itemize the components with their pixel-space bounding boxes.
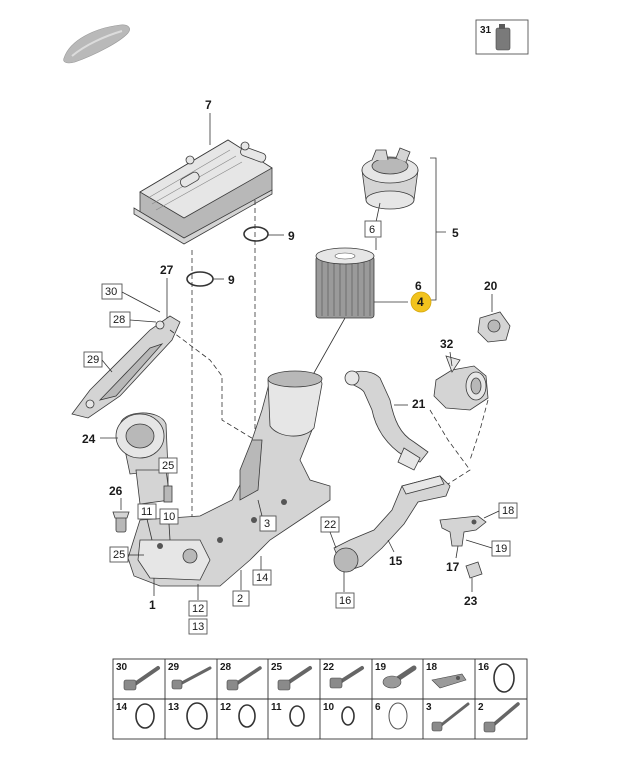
callout-23: 23 bbox=[464, 594, 478, 608]
part-7-oil-cooler[interactable] bbox=[133, 139, 273, 245]
legend-label-30: 30 bbox=[116, 662, 128, 673]
callout-9a: 9 bbox=[288, 229, 295, 243]
seal-10-icon[interactable] bbox=[341, 706, 355, 726]
callout-25b: 25 bbox=[113, 549, 125, 561]
part-9-seal-upper[interactable] bbox=[243, 226, 269, 242]
callout-29: 29 bbox=[87, 354, 99, 366]
callout-2: 2 bbox=[237, 593, 243, 605]
callout-25a: 25 bbox=[162, 460, 174, 472]
callout-11: 11 bbox=[141, 506, 152, 518]
callout-27: 27 bbox=[160, 263, 174, 277]
seal-13-icon[interactable] bbox=[186, 702, 208, 730]
part-1-filter-housing[interactable] bbox=[127, 370, 331, 587]
legend-label-10: 10 bbox=[323, 702, 335, 713]
callout-4: 4 bbox=[417, 295, 424, 309]
part-26-sensor[interactable] bbox=[112, 511, 130, 533]
part-20-valve[interactable] bbox=[477, 311, 511, 343]
callout-22: 22 bbox=[324, 519, 336, 531]
oil-cap-icon bbox=[499, 24, 505, 29]
legend-label-3: 3 bbox=[426, 702, 432, 713]
bolt-25-upper bbox=[163, 485, 173, 503]
clip-18-icon[interactable] bbox=[431, 673, 467, 689]
callout-13: 13 bbox=[192, 621, 204, 633]
callout-15: 15 bbox=[389, 554, 403, 568]
part-31-box[interactable]: 31 bbox=[475, 19, 529, 55]
vehicle-icon bbox=[63, 24, 130, 64]
legend-label-22: 22 bbox=[323, 662, 335, 673]
callout-1: 1 bbox=[149, 598, 156, 612]
seal-12-icon[interactable] bbox=[238, 704, 256, 728]
oil-bottle-icon bbox=[495, 27, 511, 51]
callout-32: 32 bbox=[440, 337, 454, 351]
callout-4-highlight[interactable] bbox=[410, 291, 432, 313]
part-23-clip[interactable] bbox=[465, 561, 483, 579]
callout-21: 21 bbox=[412, 397, 426, 411]
legend-label-29: 29 bbox=[168, 662, 180, 673]
seal-11-icon[interactable] bbox=[289, 705, 305, 727]
bolt-30-icon[interactable] bbox=[123, 666, 160, 691]
legend-label-25: 25 bbox=[271, 662, 283, 673]
legend-label-2: 2 bbox=[478, 702, 484, 713]
callout-9b: 9 bbox=[228, 273, 235, 287]
part-4-filter-element[interactable] bbox=[315, 247, 375, 319]
part-15-oil-pipe[interactable] bbox=[333, 475, 451, 573]
callout-26: 26 bbox=[109, 484, 123, 498]
legend-label-13: 13 bbox=[168, 702, 180, 713]
legend-label-6: 6 bbox=[375, 702, 381, 713]
bolt-2-icon[interactable] bbox=[483, 702, 520, 733]
callout-14: 14 bbox=[256, 572, 268, 584]
callout-30: 30 bbox=[105, 286, 117, 298]
bolt-3-icon[interactable] bbox=[431, 702, 470, 732]
part-17-bracket[interactable] bbox=[439, 515, 487, 547]
callout-20: 20 bbox=[484, 279, 498, 293]
seal-16-icon[interactable] bbox=[493, 663, 515, 693]
bolt-25-icon[interactable] bbox=[277, 666, 312, 691]
legend-label-16: 16 bbox=[478, 662, 490, 673]
part-32-connector[interactable] bbox=[433, 355, 489, 411]
legend-label-28: 28 bbox=[220, 662, 232, 673]
part-6-filter-cap[interactable] bbox=[361, 147, 419, 210]
callout-17: 17 bbox=[446, 560, 460, 574]
callout-31: 31 bbox=[480, 25, 492, 36]
legend-label-18: 18 bbox=[426, 662, 438, 673]
fastener-legend-grid: 30 29 28 25 22 19 18 16 14 13 12 11 10 6… bbox=[112, 658, 528, 740]
legend-label-12: 12 bbox=[220, 702, 232, 713]
seal-14-icon[interactable] bbox=[135, 703, 155, 729]
callout-6: 6 bbox=[415, 279, 422, 293]
callout-24: 24 bbox=[82, 432, 96, 446]
legend-label-11: 11 bbox=[271, 702, 282, 713]
part-9-seal-lower[interactable] bbox=[186, 271, 214, 287]
bolt-19-icon[interactable] bbox=[382, 665, 417, 689]
callout-6-box: 6 bbox=[369, 224, 375, 236]
bolt-29-icon[interactable] bbox=[171, 666, 212, 690]
callout-19: 19 bbox=[495, 543, 507, 555]
legend-label-19: 19 bbox=[375, 662, 387, 673]
callout-5: 5 bbox=[452, 226, 459, 240]
callout-12: 12 bbox=[192, 603, 204, 615]
legend-label-14: 14 bbox=[116, 702, 128, 713]
callout-7: 7 bbox=[205, 98, 212, 112]
bolt-28-icon[interactable] bbox=[226, 666, 262, 691]
callout-3: 3 bbox=[264, 518, 270, 530]
bolt-22-icon[interactable] bbox=[329, 666, 364, 689]
seal-6-icon[interactable] bbox=[388, 702, 408, 730]
callout-16: 16 bbox=[339, 595, 351, 607]
callout-18: 18 bbox=[502, 505, 514, 517]
part-21-hose[interactable] bbox=[344, 370, 429, 471]
callout-10: 10 bbox=[163, 511, 175, 523]
part-24-oil-module[interactable] bbox=[115, 412, 171, 505]
callout-28: 28 bbox=[113, 314, 125, 326]
